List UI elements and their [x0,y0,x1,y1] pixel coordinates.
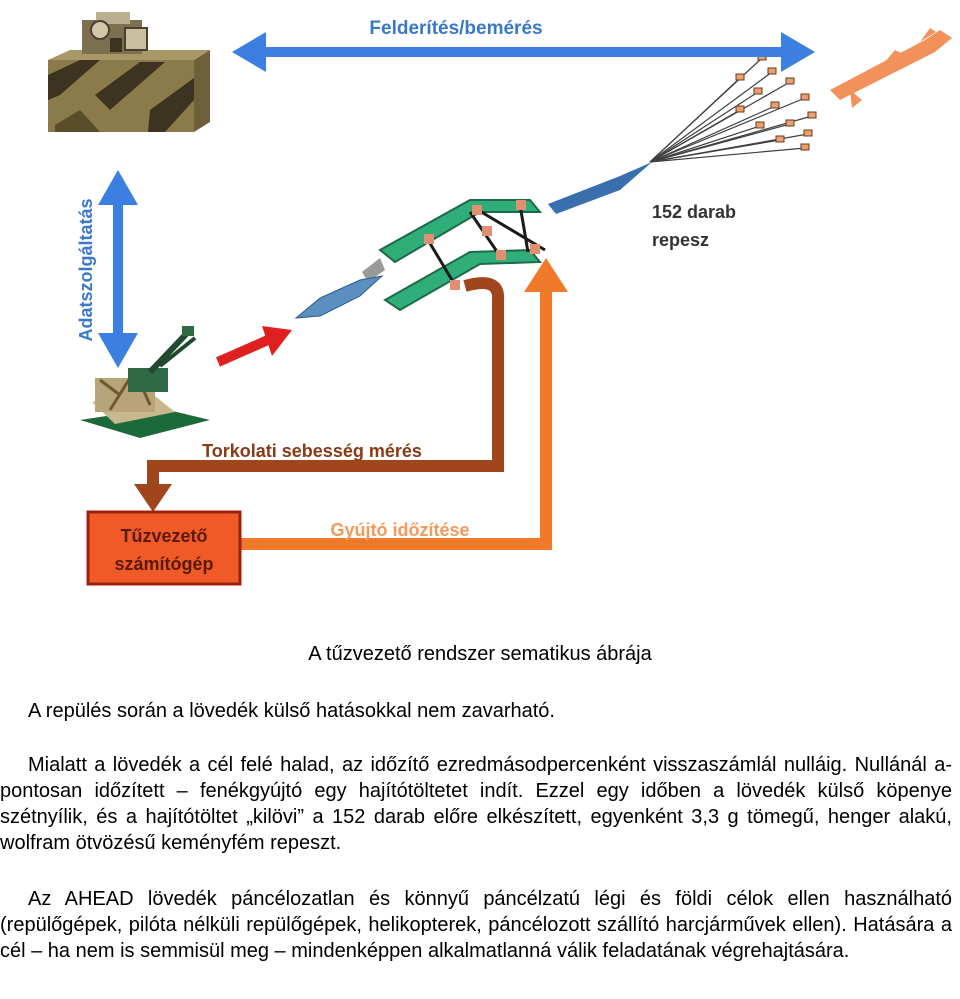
projectile-opening-icon [548,162,652,214]
fuze-timing-label: Gyújtó időzítése [330,520,469,540]
launch-arrow-icon [215,326,292,367]
paragraph-1: A repülés során a lövedék külső hatásokk… [28,700,555,722]
paragraph-3: Az AHEAD lövedék páncélozatlan és könnyű… [0,888,952,962]
muzzle-velocity-label: Torkolati sebesség mérés [202,441,422,461]
projectile-icon [294,275,384,319]
reconnaissance-arrow [232,32,815,72]
muzzle-velocity-arrow [147,277,505,490]
programming-coil-icon [362,199,546,312]
aircraft-target-icon [830,28,952,108]
fire-control-computer-box [86,510,242,586]
figure-caption: A tűzvezető rendszer sematikus ábrája [308,643,652,665]
computer-label-line1: Tűzvezető [120,526,207,546]
radar-unit-icon [48,12,210,132]
fuze-timing-arrow [241,290,552,550]
computer-label-line2: számítógép [114,554,213,574]
data-service-arrow [98,170,138,368]
paragraph-2: Mialatt a lövedék a cél felé halad, az i… [0,754,952,854]
fire-control-diagram: Felderítés/bemérés Adatszolgáltatás Tork… [48,12,952,586]
reconnaissance-label: Felderítés/bemérés [369,18,542,39]
fragments-label-line1: 152 darab [652,202,736,222]
fragments-label-line2: repesz [652,230,709,250]
fragment-spray-icon [649,57,813,163]
data-service-label: Adatszolgáltatás [76,198,96,341]
gun-icon [80,326,210,438]
